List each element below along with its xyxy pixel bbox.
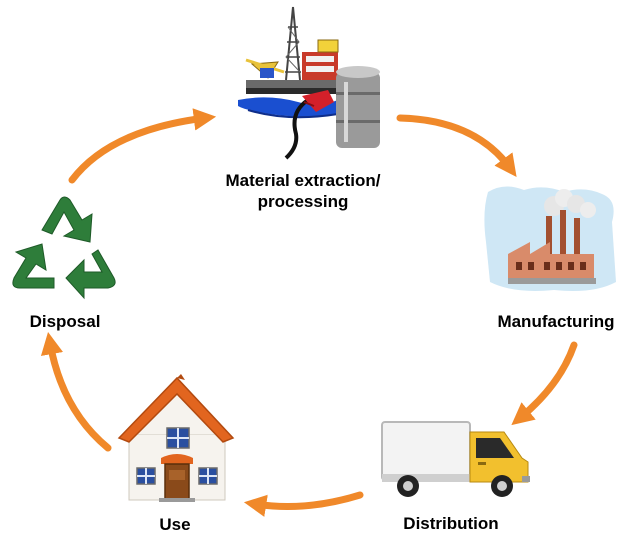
recycle-icon (12, 196, 116, 300)
extraction-label-line2: processing (257, 192, 349, 211)
arrow-disposal-to-extraction (68, 108, 217, 184)
stage-label-disposal: Disposal (29, 312, 101, 331)
arrow-manufacturing-to-distribution (511, 341, 578, 426)
stage-label-use: Use (159, 515, 191, 534)
stage-label-manufacturing: Manufacturing (497, 312, 615, 331)
arrow-extraction-to-manufacturing (396, 114, 517, 178)
house-icon (117, 374, 235, 502)
oil-rig-icon (238, 6, 380, 160)
stage-label-distribution: Distribution (403, 514, 499, 533)
arrow-use-to-disposal (40, 331, 112, 452)
stage-label-extraction: Material extraction/ processing (197, 170, 409, 212)
arrow-distribution-to-use (243, 491, 364, 517)
factory-icon (484, 186, 616, 291)
extraction-label-line1: Material extraction/ (225, 171, 381, 190)
delivery-truck-icon (381, 421, 530, 497)
